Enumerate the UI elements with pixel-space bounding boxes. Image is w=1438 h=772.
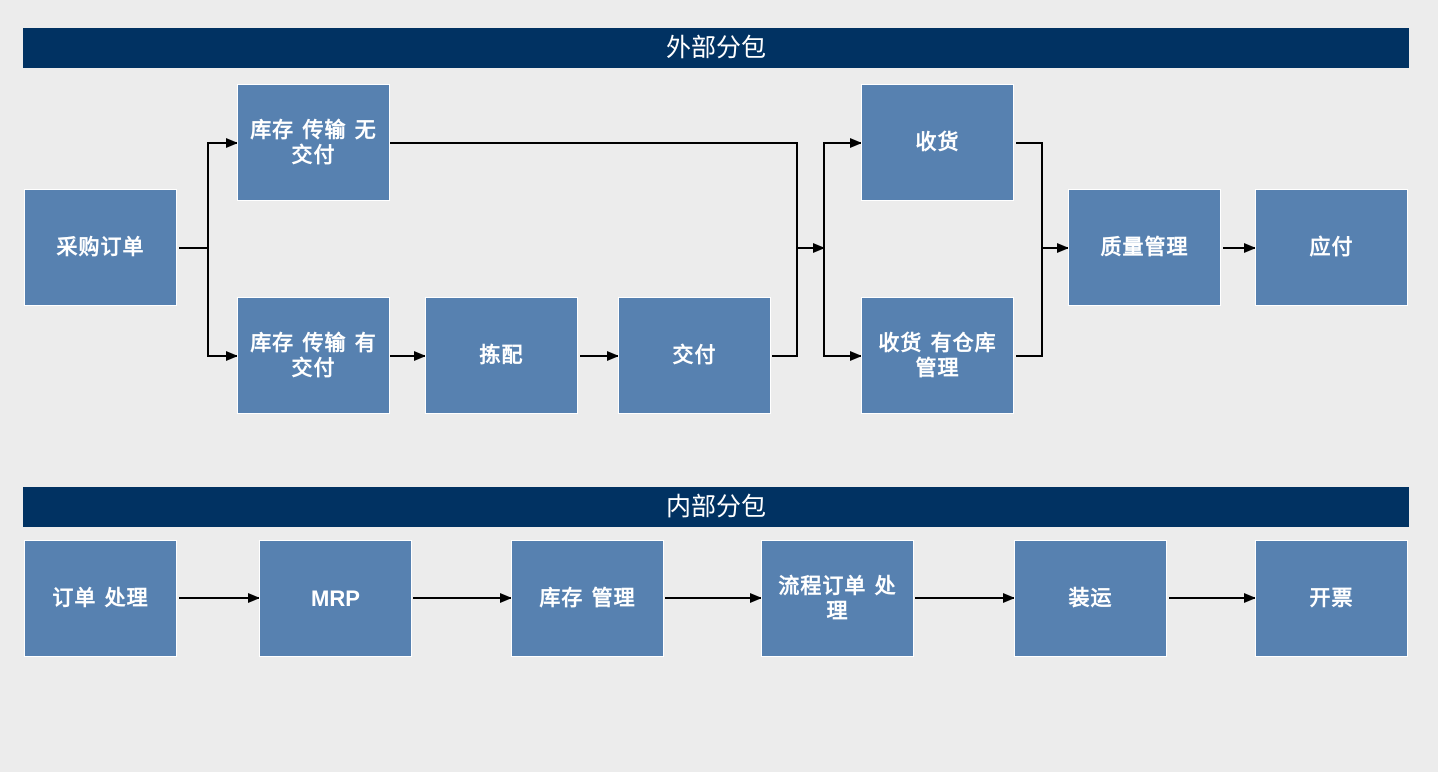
connector-goods-receipt-wm-to-qm (1016, 248, 1043, 357)
node-goods-receipt-warehouse-management: 收货 有仓库管理 (861, 297, 1014, 414)
node-stock-transfer-no-delivery: 库存 传输 无交付 (237, 84, 390, 201)
connector-no-delivery-merge (390, 142, 825, 253)
node-billing: 开票 (1255, 540, 1408, 657)
connector-to-goods-receipt (823, 138, 862, 248)
node-mrp: MRP (259, 540, 412, 657)
node-shipping: 装运 (1014, 540, 1167, 657)
node-purchase-order: 采购订单 (24, 189, 177, 306)
external-subcontracting-banner: 外部分包 (23, 28, 1409, 68)
connector-to-goods-receipt-wm (823, 248, 862, 361)
node-goods-receipt: 收货 (861, 84, 1014, 201)
node-process-order-processing: 流程订单 处理 (761, 540, 914, 657)
node-inventory-management: 库存 管理 (511, 540, 664, 657)
node-picking: 拣配 (425, 297, 578, 414)
connector-to-stock-transfer-no-delivery (207, 138, 238, 248)
internal-subcontracting-banner: 内部分包 (23, 487, 1409, 527)
node-order-processing: 订单 处理 (24, 540, 177, 657)
node-stock-transfer-with-delivery: 库存 传输 有交付 (237, 297, 390, 414)
node-quality-management: 质量管理 (1068, 189, 1221, 306)
connector-delivery-merge (772, 248, 798, 357)
connector-to-stock-transfer-with-delivery (207, 248, 238, 361)
connector-goods-receipt-to-qm (1016, 142, 1069, 253)
node-accounts-payable: 应付 (1255, 189, 1408, 306)
node-delivery: 交付 (618, 297, 771, 414)
